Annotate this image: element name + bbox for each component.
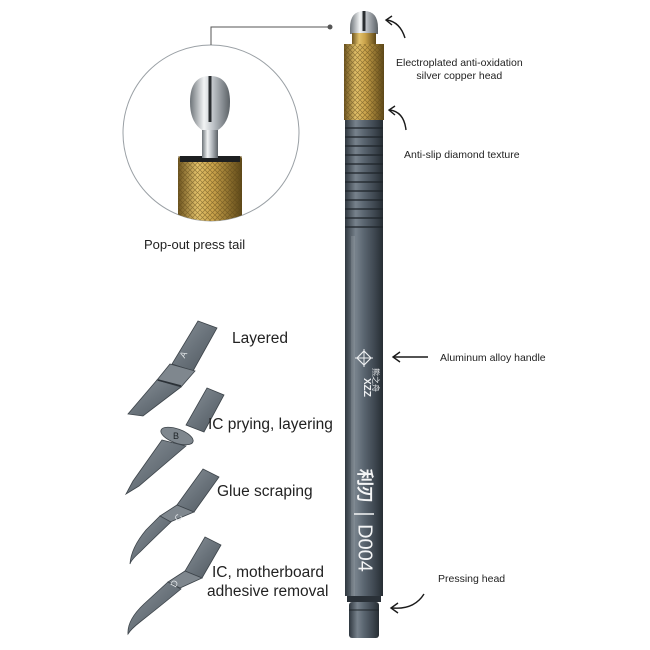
- pen-pressing-head: [349, 602, 379, 638]
- arrow-head-callout: [386, 19, 406, 39]
- pen-brand-cn-text: 熊之舟: [371, 368, 381, 392]
- pen-aluminum-handle: [345, 236, 383, 596]
- blade-d-label-line-2: adhesive removal: [207, 583, 329, 600]
- inset-leader-line: [210, 26, 330, 45]
- blade-mark-d: D: [168, 578, 180, 589]
- blade-d-label-line-1: IC, motherboard: [212, 564, 324, 581]
- blade-b: [124, 387, 225, 496]
- blade-mark-b: B: [173, 431, 179, 441]
- pen-model-text: D004: [354, 524, 376, 572]
- blade-d-label: IC, motherboard adhesive removal: [207, 563, 328, 601]
- pen-script-text: 利刃: [354, 469, 375, 503]
- blade-mark-c: C: [172, 512, 184, 523]
- callout-pressing-label: Pressing head: [438, 573, 506, 585]
- blade-c: [129, 468, 220, 565]
- blade-b-label: IC prying, layering: [208, 416, 333, 433]
- callout-head-label: Electroplated anti-oxidation silver copp…: [396, 57, 523, 83]
- pen-brand-text: XZZ: [361, 378, 372, 397]
- arrow-texture-callout: [389, 109, 407, 131]
- callout-arrows: [384, 15, 428, 614]
- brand-emblem-icon: [355, 349, 373, 367]
- callout-texture-label: Anti-slip diamond texture: [404, 149, 520, 161]
- callout-handle-label: Aluminum alloy handle: [440, 352, 546, 364]
- blade-c-label: Glue scraping: [217, 483, 313, 500]
- inset-caption: Pop-out press tail: [144, 237, 246, 252]
- blade-mark-a: A: [178, 350, 190, 360]
- pen: [344, 11, 384, 638]
- blade-a-label: Layered: [232, 330, 289, 347]
- arrow-pressing-callout: [391, 593, 425, 609]
- blade-d: [127, 536, 222, 636]
- callout-head-line-2: silver copper head: [416, 70, 503, 82]
- blade-a: [127, 320, 218, 417]
- inset-detail: [122, 24, 333, 222]
- callout-head-line-1: Electroplated anti-oxidation: [396, 57, 523, 69]
